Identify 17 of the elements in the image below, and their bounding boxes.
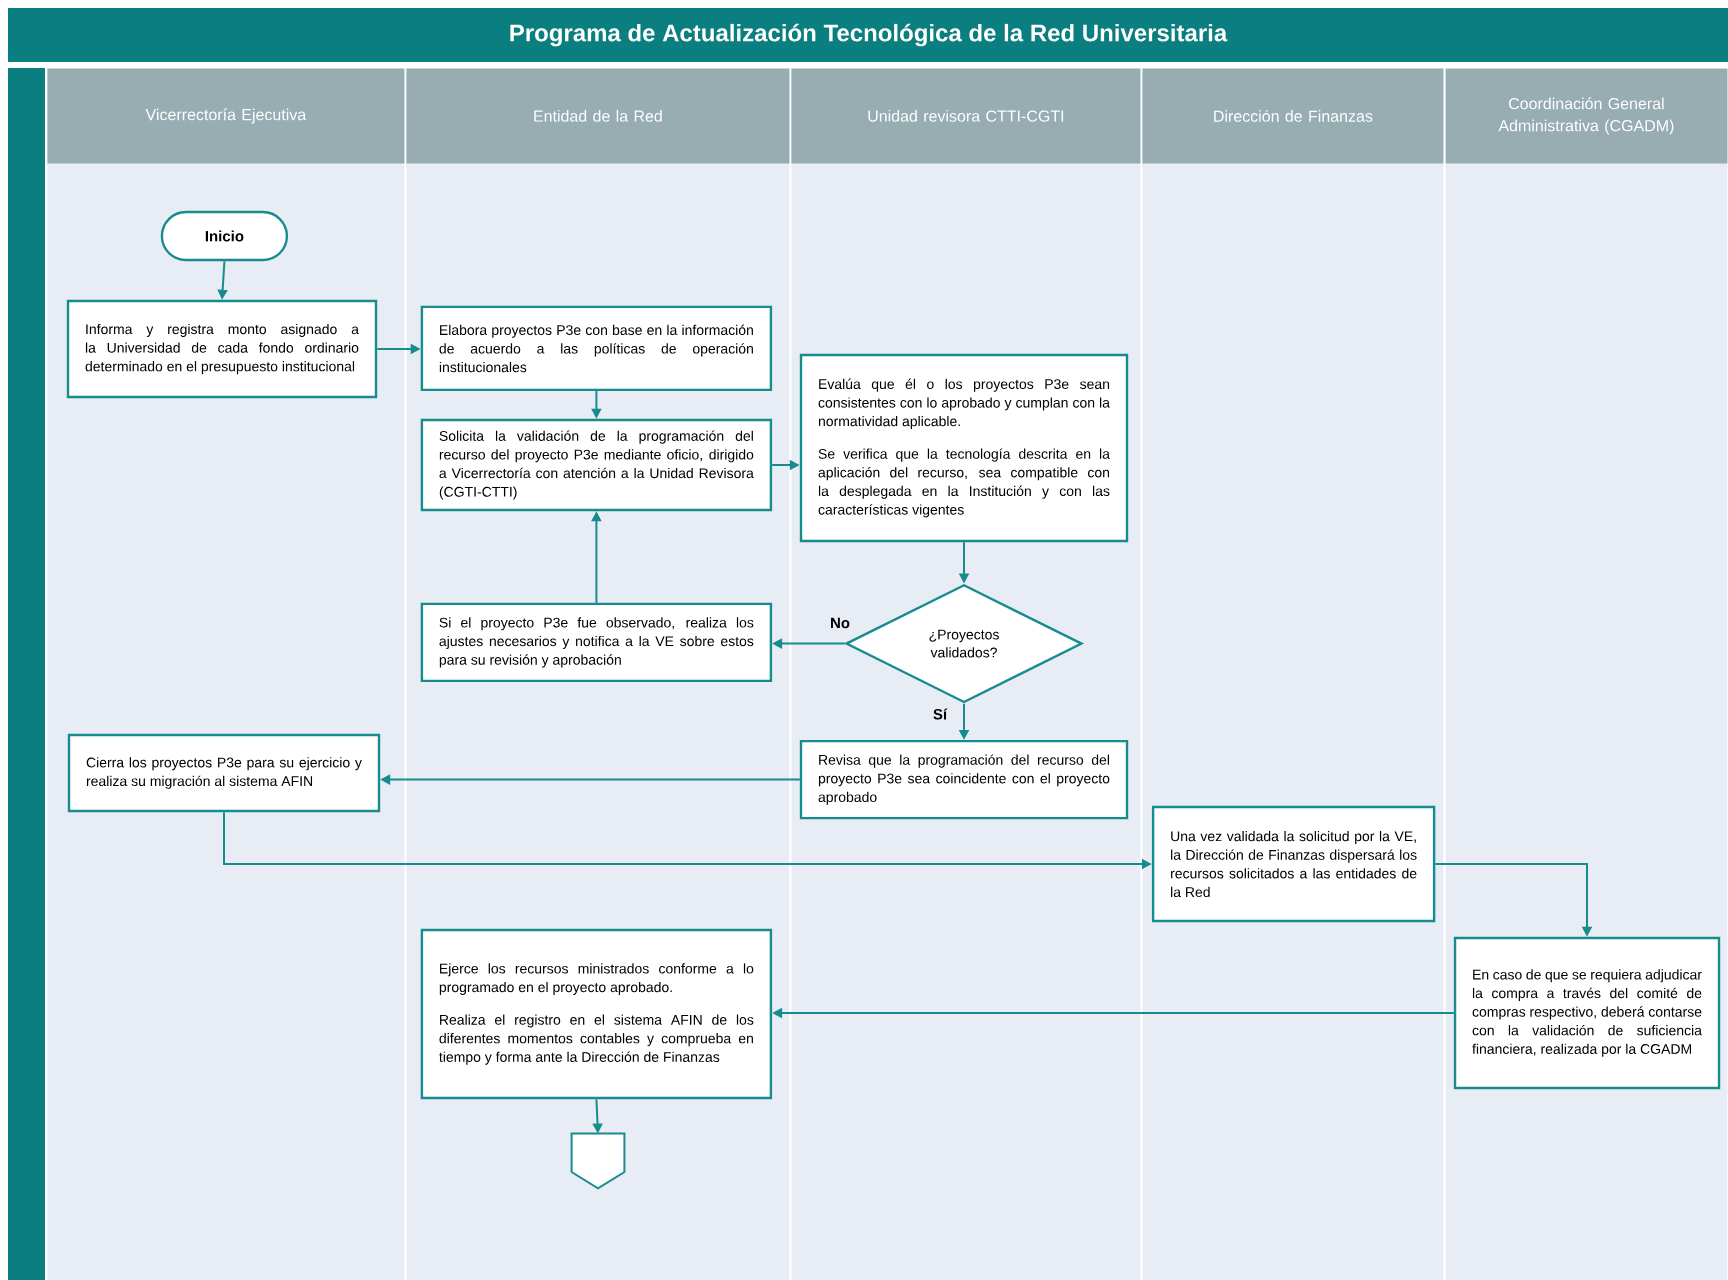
process-box: Informa y registra monto asignado a la Universidad de cada fondo ordinario determinado en el presupuesto institucional (66, 299, 378, 399)
process-box: Ejerce los recursos ministrados conforme a lo programado en el proyecto aprobado. Realiza el registro en el sistema AFIN de los diferentes momentos contables y comprueba en tiempo y forma ante la Dirección de Finanzas (420, 928, 773, 1100)
node-label: Dirección de Finanzas (1214, 109, 1373, 122)
process-box: Elabora proyectos P3e con base en la información de acuerdo a las políticas de operación institucionales (420, 305, 773, 392)
process-box: Revisa que la programación del recurso del proyecto P3e sea coincidente con el proyecto aprobado (799, 739, 1129, 820)
process-box: Solicita la validación de la programación del recurso del proyecto P3e mediante oficio, dirigido a Vicerrectoría con atención a la Unidad Revisora (CGTI-CTTI) (420, 418, 773, 512)
process-box: Si el proyecto P3e fue observado, realiza los ajustes necesarios y notifica a la VE sobre estos para su revisión y aprobación (420, 602, 773, 683)
node-label: Coordinación General Administrativa (CGADM) (1498, 97, 1674, 135)
process-box: En caso de que se requiera adjudicar la compra a través del comité de compras respectivo, deberá contarse con la validación de suficiencia financiera, realizada por la CGADM (1453, 936, 1721, 1090)
process-box: Evalúa que él o los proyectos P3e sean consistentes con lo aprobado y cumplan con la normatividad aplicable. Se verifica que la tecnología descrita en la aplicación del recurso, sea compatible con la desplegada en la Institución y con las características vigentes (799, 353, 1129, 543)
node-label: Unidad revisora CTTI-CGTI (868, 110, 1064, 122)
node-label: Entidad de la Red (534, 110, 662, 122)
process-box: Cierra los proyectos P3e para su ejercicio y realiza su migración al sistema AFIN (67, 733, 381, 813)
title-bar: Programa de Actualización Tecnológica de la Red Universitaria (8, 8, 1728, 62)
node-label: Vicerrectoría Ejecutiva (145, 108, 307, 124)
start-terminal: Inicio (160, 210, 289, 262)
process-box: Una vez validada la solicitud por la VE, la Dirección de Finanzas dispersará los recursos solicitados a las entidades de la Red (1151, 805, 1436, 923)
